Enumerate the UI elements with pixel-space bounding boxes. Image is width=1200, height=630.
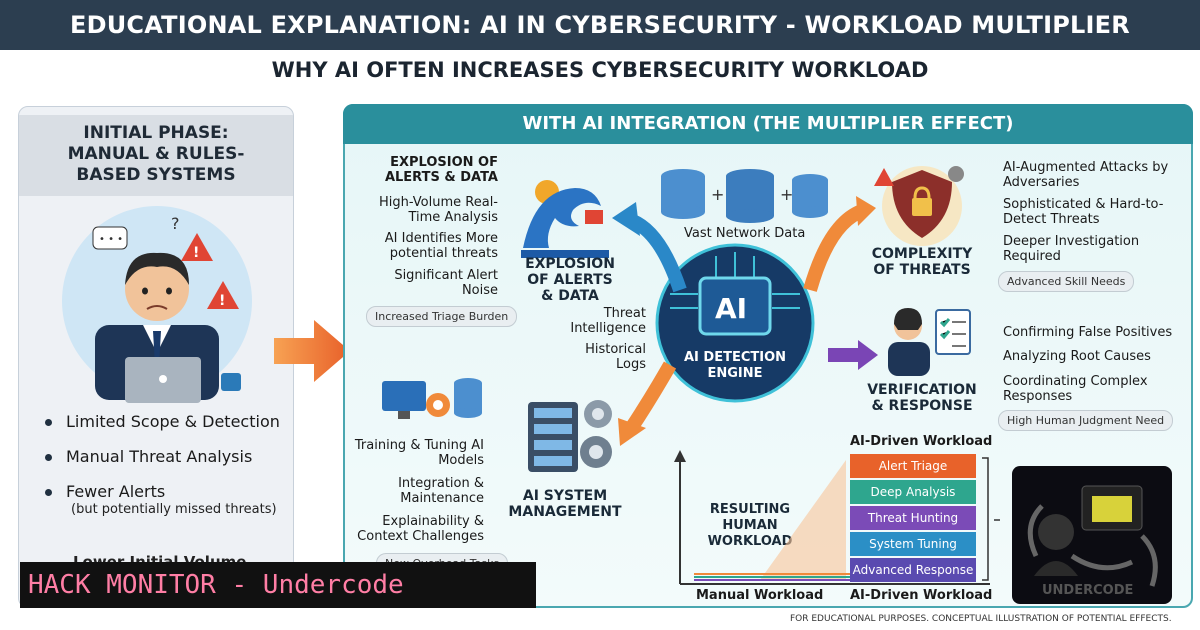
complexity-item: Deeper Investigation Required bbox=[1003, 234, 1140, 264]
alerts-explosion-label: EXPLOSION OF ALERTS & DATA bbox=[384, 155, 498, 185]
page-subtitle: WHY AI OFTEN INCREASES CYBERSECURITY WOR… bbox=[271, 58, 929, 82]
ai-identifies-label: AI Identifies More potential threats bbox=[384, 231, 498, 261]
stack-threat-hunting: Threat Hunting bbox=[850, 506, 976, 530]
resulting-workload-label: RESULTING HUMAN WORKLOAD bbox=[707, 502, 793, 549]
axis-ai-label: AI-Driven Workload bbox=[850, 588, 993, 603]
flow-arrows bbox=[612, 196, 878, 446]
ai-engine-label: AI DETECTION ENGINE bbox=[683, 350, 787, 381]
system-item: Integration & Maintenance bbox=[398, 476, 484, 506]
verification-item: Confirming False Positives bbox=[1003, 325, 1173, 340]
shield-lock-icon bbox=[874, 166, 964, 246]
computer-gear-database-icon bbox=[382, 378, 482, 419]
footnote: FOR EDUCATIONAL PURPOSES. CONCEPTUAL ILL… bbox=[790, 614, 1172, 624]
svg-text:!: ! bbox=[193, 245, 199, 261]
alert-noise-label: Significant Alert Noise bbox=[394, 268, 498, 298]
bullet-text: Fewer Alerts bbox=[66, 482, 166, 501]
complexity-item: AI-Augmented Attacks by Adversaries bbox=[1003, 160, 1169, 190]
advanced-skill-tag: Advanced Skill Needs bbox=[998, 271, 1135, 292]
bullet-note: (but potentially missed threats) bbox=[71, 502, 277, 517]
bullet-text: Limited Scope & Detection bbox=[66, 412, 280, 431]
verification-title: VERIFICATION & RESPONSE bbox=[867, 382, 977, 414]
workload-title: AI-Driven Workload bbox=[850, 434, 993, 449]
svg-text:+: + bbox=[780, 185, 793, 204]
system-management-title: AI SYSTEM MANAGEMENT bbox=[508, 488, 622, 520]
network-data-label: Vast Network Data bbox=[684, 226, 806, 241]
transition-arrow-icon bbox=[274, 320, 350, 382]
initial-phase-title-line: MANUAL & RULES- bbox=[67, 144, 245, 164]
initial-phase-title-line: INITIAL PHASE: bbox=[83, 123, 229, 143]
threat-intelligence-label: Threat Intelligence bbox=[570, 306, 646, 336]
initial-phase-panel: INITIAL PHASE: MANUAL & RULES- BASED SYS… bbox=[18, 106, 294, 608]
complexity-item: Sophisticated & Hard-to-Detect Threats bbox=[1003, 197, 1164, 227]
high-volume-label: High-Volume Real-Time Analysis bbox=[378, 195, 498, 225]
page-title: EDUCATIONAL EXPLANATION: AI IN CYBERSECU… bbox=[0, 0, 1200, 50]
ai-integration-header: WITH AI INTEGRATION (THE MULTIPLIER EFFE… bbox=[343, 104, 1193, 144]
stressed-analyst-illustration: • • • ! ! ? bbox=[62, 206, 252, 403]
stack-advanced-response: Advanced Response bbox=[850, 558, 976, 582]
svg-text:!: ! bbox=[219, 293, 225, 309]
bullet-fewer-alerts: Fewer Alerts bbox=[45, 482, 165, 501]
analyst-checklist-icon bbox=[888, 308, 971, 376]
svg-text:?: ? bbox=[171, 214, 180, 233]
bullet-text: Manual Threat Analysis bbox=[66, 447, 253, 466]
svg-text:• • •: • • • bbox=[99, 234, 123, 245]
overwhelmed-analyst-image: UNDERCODE bbox=[1012, 466, 1172, 604]
ai-engine-icon: AI bbox=[655, 243, 815, 403]
human-judgment-tag: High Human Judgment Need bbox=[998, 410, 1174, 431]
ai-chip-text: AI bbox=[715, 292, 747, 325]
bullet-limited-scope: Limited Scope & Detection bbox=[45, 412, 280, 431]
historical-logs-label: Historical Logs bbox=[585, 342, 646, 372]
bullet-manual-analysis: Manual Threat Analysis bbox=[45, 447, 252, 466]
undercode-logo-text: UNDERCODE bbox=[1042, 583, 1133, 598]
system-item: Explainability & Context Challenges bbox=[357, 514, 484, 544]
database-icons: + + bbox=[661, 169, 828, 223]
system-item: Training & Tuning AI Models bbox=[354, 438, 484, 468]
stack-alert-triage: Alert Triage bbox=[850, 454, 976, 478]
complexity-title: COMPLEXITY OF THREATS bbox=[871, 246, 973, 278]
stack-deep-analysis: Deep Analysis bbox=[850, 480, 976, 504]
stack-system-tuning: System Tuning bbox=[850, 532, 976, 556]
workload-axes bbox=[674, 450, 1000, 585]
alerts-center-label: EXPLOSION OF ALERTS & DATA bbox=[525, 256, 615, 304]
verification-item: Analyzing Root Causes bbox=[1003, 349, 1151, 364]
wave-icon bbox=[521, 180, 609, 258]
server-gears-icon bbox=[528, 400, 612, 472]
svg-text:+: + bbox=[711, 185, 724, 204]
hack-monitor-watermark: HACK MONITOR - Undercode bbox=[20, 562, 536, 608]
verification-item: Coordinating Complex Responses bbox=[1003, 374, 1148, 404]
initial-phase-title: INITIAL PHASE: MANUAL & RULES- BASED SYS… bbox=[19, 115, 293, 196]
triage-burden-tag: Increased Triage Burden bbox=[366, 306, 518, 327]
axis-manual-label: Manual Workload bbox=[696, 588, 824, 603]
initial-phase-title-line: BASED SYSTEMS bbox=[76, 165, 236, 185]
